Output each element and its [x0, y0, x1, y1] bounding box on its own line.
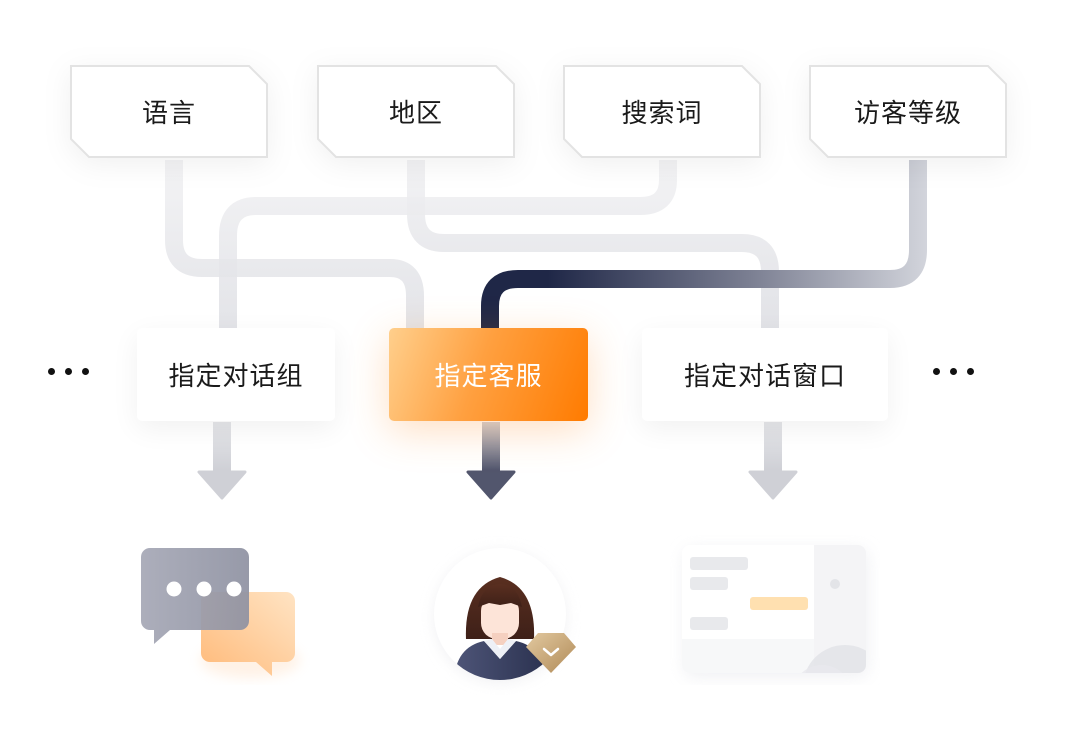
action-assign-agent[interactable]: 指定客服: [389, 328, 588, 421]
chat-window-icon: [682, 545, 868, 677]
arrow-down-chat-group: [197, 422, 247, 500]
arrow-down-chat-window: [748, 422, 798, 500]
condition-label: 访客等级: [853, 99, 962, 129]
condition-visitor-level[interactable]: 访客等级: [809, 65, 1007, 158]
more-right-indicator: [933, 368, 974, 375]
path-visitor-level: [481, 160, 927, 328]
condition-label: 地区: [388, 99, 443, 129]
condition-region[interactable]: 地区: [317, 65, 515, 158]
action-assign-chat-window[interactable]: 指定对话窗口: [642, 328, 888, 421]
path-region: [407, 160, 779, 328]
agent-avatar-icon: [434, 548, 576, 683]
path-search-term: [219, 160, 677, 328]
condition-search-term[interactable]: 搜索词: [563, 65, 761, 158]
condition-label: 搜索词: [621, 99, 703, 129]
path-language: [165, 160, 424, 328]
action-assign-chat-group[interactable]: 指定对话组: [137, 328, 335, 421]
arrow-down-agent: [466, 422, 516, 500]
condition-label: 语言: [141, 99, 196, 129]
chat-bubbles-icon: [141, 548, 300, 678]
more-left-indicator: [48, 368, 89, 375]
condition-language[interactable]: 语言: [70, 65, 268, 158]
